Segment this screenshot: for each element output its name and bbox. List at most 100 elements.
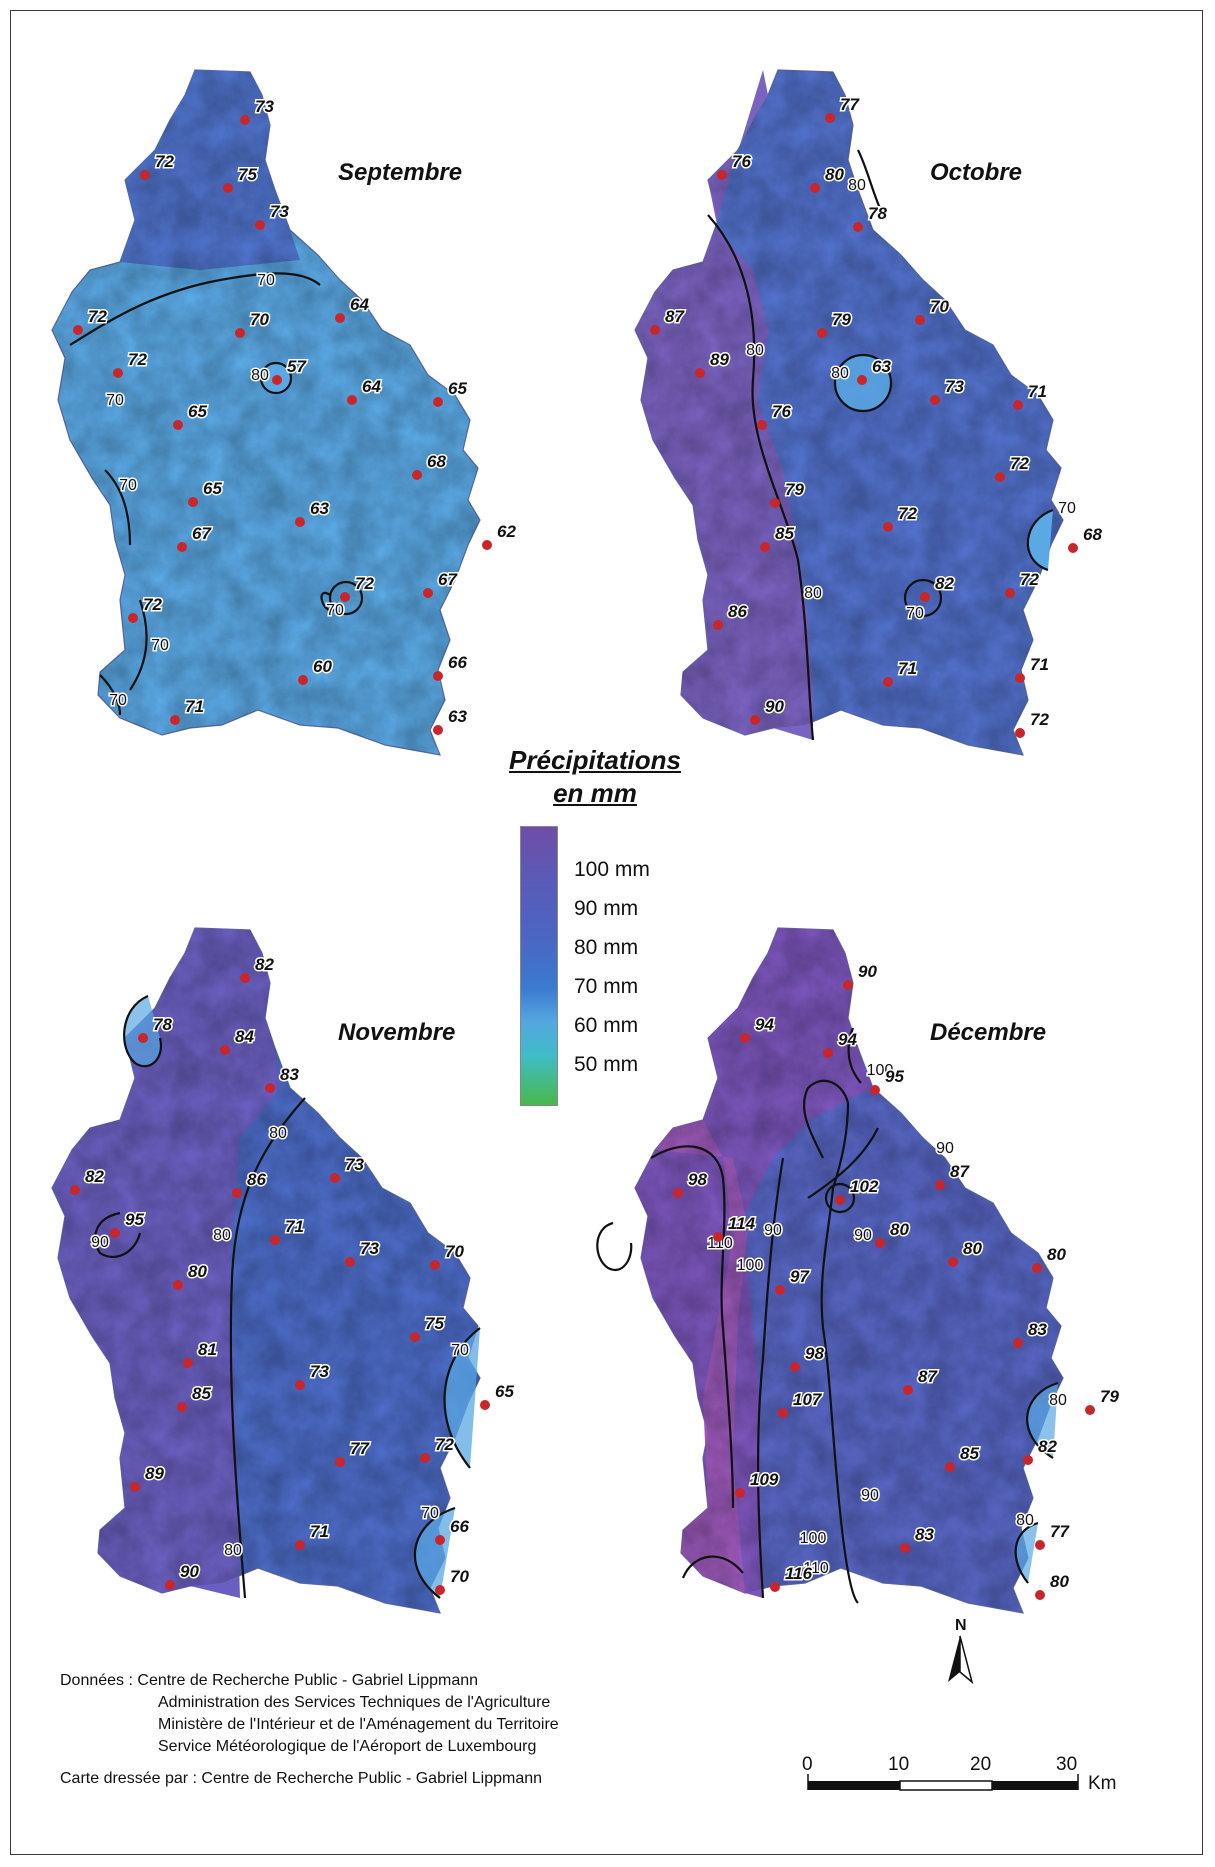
- station-marker: [843, 980, 853, 990]
- isoline: [650, 1145, 735, 1509]
- station-value: 86: [247, 1170, 266, 1189]
- legend-title-line2: en mm: [553, 778, 637, 808]
- isoline: [803, 1079, 859, 1604]
- station-marker: [177, 1402, 187, 1412]
- isoline-label: 70: [421, 1505, 439, 1522]
- station-value: 82: [255, 955, 274, 974]
- station-marker: [1013, 1338, 1023, 1348]
- station-marker: [810, 183, 820, 193]
- legend-label: 70 mm: [574, 975, 639, 998]
- station-value: 98: [805, 1344, 824, 1363]
- station-marker: [430, 1260, 440, 1270]
- legend-label: 80 mm: [574, 936, 639, 959]
- station-marker: [930, 395, 940, 405]
- station-marker: [173, 420, 183, 430]
- station-value: 89: [710, 350, 729, 369]
- isoline-label: 90: [936, 1140, 954, 1157]
- station-marker: [232, 1188, 242, 1198]
- station-value: 77: [1050, 1522, 1070, 1541]
- isoline: [229, 1097, 306, 1599]
- station-marker: [778, 1408, 788, 1418]
- station-marker: [695, 368, 705, 378]
- legend-label: 50 mm: [574, 1053, 639, 1076]
- scale-tick-label: 20: [970, 1754, 992, 1775]
- station-marker: [345, 1257, 355, 1267]
- station-value: 70: [445, 1242, 464, 1261]
- station-marker: [1015, 728, 1025, 738]
- isoline: [320, 591, 336, 612]
- isoline: [94, 1211, 142, 1259]
- station-value: 73: [945, 377, 964, 396]
- station-value: 80: [188, 1262, 207, 1281]
- station-value: 73: [310, 1362, 329, 1381]
- station-marker: [935, 1180, 945, 1190]
- month-title: Décembre: [930, 1019, 1046, 1046]
- station-value: 80: [963, 1239, 982, 1258]
- station-marker: [883, 677, 893, 687]
- station-value: 70: [450, 1567, 469, 1586]
- station-value: 95: [125, 1210, 144, 1229]
- data-sources: Données : Centre de Recherche Public - G…: [60, 1670, 559, 1758]
- station-value: 85: [960, 1444, 979, 1463]
- station-marker: [140, 170, 150, 180]
- station-value: 87: [665, 307, 685, 326]
- station-marker: [713, 1232, 723, 1242]
- station-value: 102: [850, 1177, 879, 1196]
- station-value: 90: [765, 697, 784, 716]
- isoline-label: 80: [746, 342, 764, 359]
- isoline-label: 80: [831, 365, 849, 382]
- station-marker: [757, 420, 767, 430]
- legend-title: Précipitations en mm: [470, 744, 720, 810]
- station-value: 72: [155, 152, 174, 171]
- map-december: [596, 927, 1064, 1614]
- scale-tick-label: 30: [1056, 1754, 1078, 1775]
- station-value: 65: [203, 479, 222, 498]
- isoline-label: 90: [854, 1227, 872, 1244]
- isoline-label: 100: [867, 1062, 894, 1079]
- isoline-label: 80: [1049, 1392, 1067, 1409]
- isoline: [807, 1127, 879, 1199]
- station-marker: [183, 1358, 193, 1368]
- map-frame: [10, 10, 1203, 1855]
- station-value: 71: [285, 1217, 304, 1236]
- isoline-label: 110: [803, 1560, 829, 1577]
- station-value: 72: [128, 350, 147, 369]
- isoline: [413, 1506, 456, 1599]
- isoline: [847, 1027, 862, 1084]
- station-marker: [1035, 1540, 1045, 1550]
- station-value: 73: [255, 97, 274, 116]
- station-value: 116: [785, 1564, 813, 1583]
- station-marker: [295, 517, 305, 527]
- station-value: 64: [362, 377, 381, 396]
- station-marker: [295, 1380, 305, 1390]
- station-marker: [1023, 1455, 1033, 1465]
- station-value: 75: [238, 165, 257, 184]
- station-marker: [817, 328, 827, 338]
- station-value: 65: [448, 379, 467, 398]
- map-november: [51, 927, 481, 1614]
- station-marker: [165, 1580, 175, 1590]
- station-marker: [170, 715, 180, 725]
- isoline-label: 70: [906, 605, 924, 622]
- isoline: [69, 272, 321, 346]
- source-line: Données : Centre de Recherche Public - G…: [60, 1672, 479, 1689]
- isoline: [903, 578, 943, 618]
- station-marker: [482, 540, 492, 550]
- station-marker: [1068, 543, 1078, 553]
- station-value: 109: [750, 1470, 779, 1489]
- station-marker: [433, 725, 443, 735]
- station-value: 87: [950, 1162, 970, 1181]
- station-value: 63: [872, 357, 891, 376]
- station-marker: [113, 368, 123, 378]
- station-value: 80: [825, 165, 844, 184]
- station-value: 86: [728, 602, 747, 621]
- station-value: 97: [790, 1267, 810, 1286]
- station-marker: [340, 592, 350, 602]
- isoline: [707, 214, 815, 741]
- station-value: 57: [287, 357, 307, 376]
- scale-bar: [807, 1774, 1079, 1791]
- station-marker: [220, 1045, 230, 1055]
- station-value: 71: [898, 659, 917, 678]
- station-marker: [433, 397, 443, 407]
- isoline: [681, 1555, 744, 1579]
